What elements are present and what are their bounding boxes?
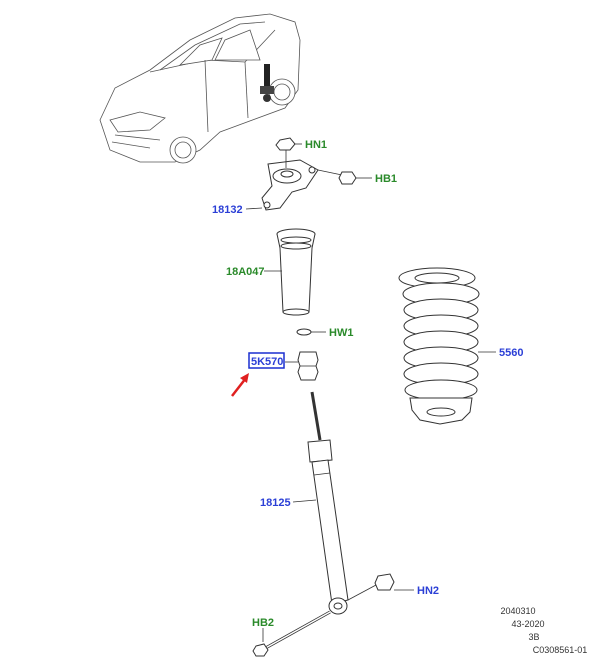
coil-spring-5560 bbox=[398, 267, 496, 425]
label-hb2: HB2 bbox=[252, 617, 274, 629]
label-hw1: HW1 bbox=[329, 327, 353, 339]
label-18a047: 18A047 bbox=[226, 266, 265, 278]
ref-line-3: 3B bbox=[528, 632, 539, 642]
label-hb1: HB1 bbox=[375, 173, 397, 185]
highlight-box-5k570 bbox=[248, 352, 285, 369]
bolt-hb2 bbox=[252, 610, 331, 657]
bump-stop-5k570 bbox=[285, 351, 319, 381]
red-arrow bbox=[231, 373, 249, 397]
washer-hw1 bbox=[296, 328, 326, 336]
label-hn2: HN2 bbox=[417, 585, 439, 597]
shock-absorber-18125 bbox=[292, 391, 349, 615]
label-5k570[interactable]: 5K570 bbox=[251, 356, 283, 368]
leader-18132 bbox=[245, 207, 263, 210]
nut-hn1 bbox=[275, 137, 302, 151]
label-18132: 18132 bbox=[212, 204, 243, 216]
dust-boot-18a047 bbox=[276, 228, 316, 316]
ref-line-2: 43-2020 bbox=[511, 619, 544, 629]
nut-hn2 bbox=[347, 573, 414, 601]
label-5560: 5560 bbox=[499, 347, 523, 359]
top-mount-18132 bbox=[261, 150, 319, 211]
reference-code: 2040310 43-2020 3B C0308561-01 bbox=[500, 606, 587, 655]
bolt-hb1 bbox=[317, 169, 372, 185]
vehicle-illustration bbox=[99, 13, 301, 164]
label-hn1: HN1 bbox=[305, 139, 327, 151]
ref-line-4: C0308561-01 bbox=[533, 645, 588, 655]
ref-line-1: 2040310 bbox=[500, 606, 535, 616]
label-18125: 18125 bbox=[260, 497, 291, 509]
